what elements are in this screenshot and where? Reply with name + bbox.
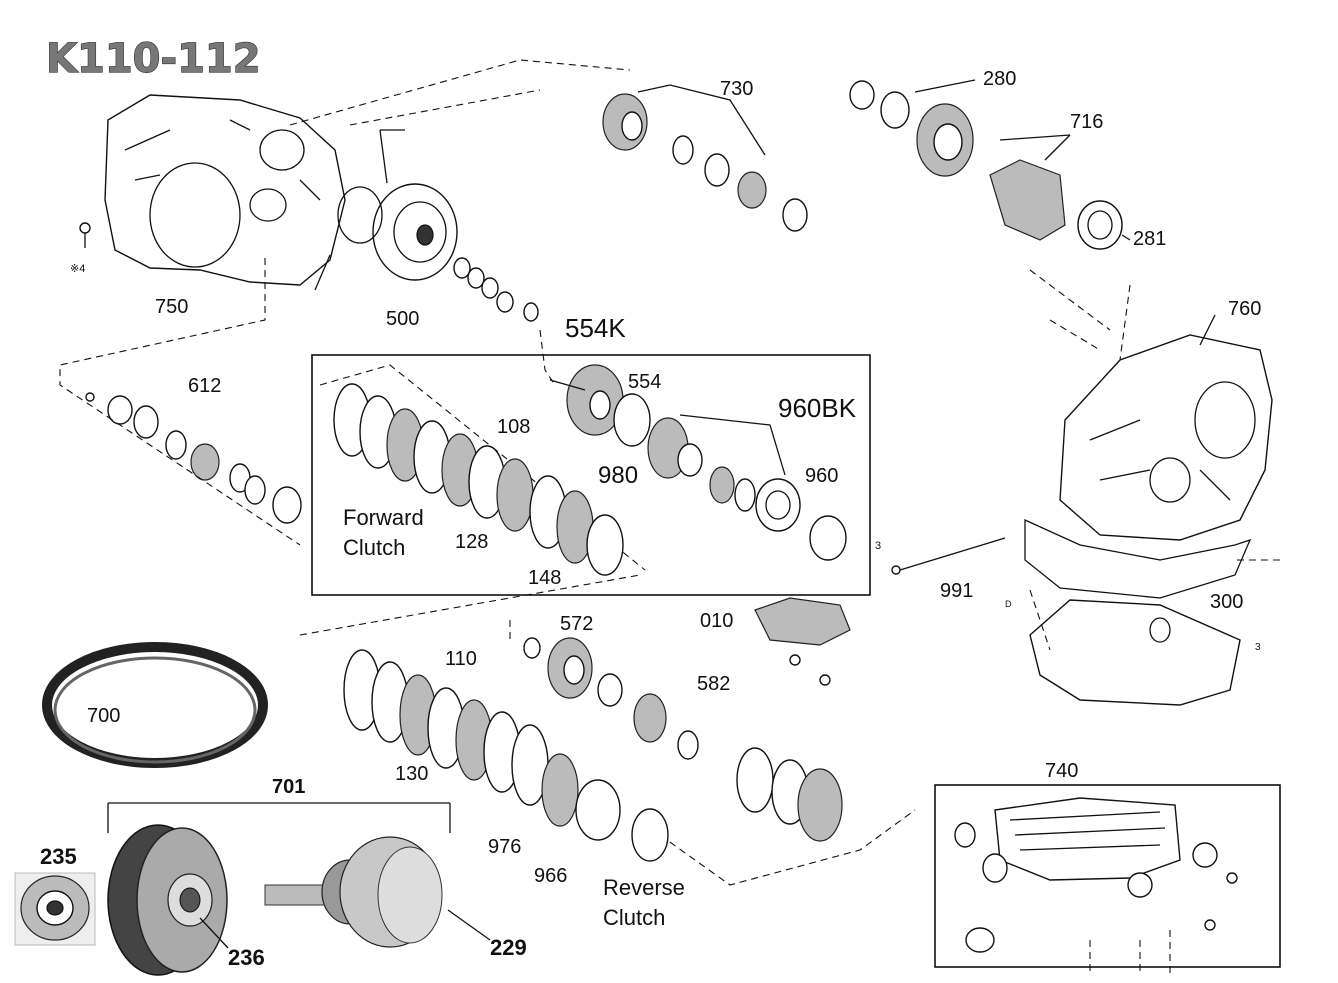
note-d: D (1005, 599, 1012, 609)
label-235: 235 (40, 844, 77, 869)
counter-gear-730 (602, 84, 808, 232)
reverse-clutch-label-line2: Clutch (603, 905, 665, 930)
label-716: 716 (1070, 111, 1103, 133)
label-740: 740 (1045, 760, 1078, 782)
diagram-title: K110-112 (46, 36, 261, 82)
label-148: 148 (528, 567, 561, 589)
oil-pump-500 (314, 129, 539, 322)
note-3b: 3 (1255, 642, 1261, 653)
label-960: 960 (805, 465, 838, 487)
label-701: 701 (272, 776, 305, 798)
label-960bk: 960BK (778, 393, 857, 423)
sun-gear-572 (523, 637, 699, 760)
label-108: 108 (497, 416, 530, 438)
label-229: 229 (490, 935, 527, 960)
label-300: 300 (1210, 591, 1243, 613)
label-281: 281 (1133, 228, 1166, 250)
reverse-clutch-label-line1: Reverse (603, 875, 685, 900)
bell-housing-750 (79, 94, 346, 286)
oil-strainer-010 (754, 597, 851, 686)
label-760: 760 (1228, 298, 1261, 320)
label-010: 010 (700, 610, 733, 632)
valve-body-740 (954, 797, 1238, 953)
output-shaft-229 (264, 836, 491, 948)
label-554: 554 (628, 371, 661, 393)
band-seal-700 (42, 642, 268, 768)
label-572: 572 (560, 613, 593, 635)
bracket-701 (107, 802, 451, 833)
label-554k: 554K (565, 313, 626, 343)
label-128: 128 (455, 531, 488, 553)
valve-body-box (934, 784, 1281, 968)
forward-clutch-label-line2: Clutch (343, 535, 405, 560)
forward-clutch-box (311, 354, 871, 596)
label-750: 750 (155, 296, 188, 318)
label-730: 730 (720, 78, 753, 100)
forward-clutch-pack (319, 364, 847, 576)
label-130: 130 (395, 763, 428, 785)
drum-236 (107, 824, 229, 976)
label-612: 612 (188, 375, 221, 397)
reverse-clutch-pack (343, 649, 843, 862)
shaft-991 (891, 537, 1006, 575)
label-976: 976 (488, 836, 521, 858)
label-980: 980 (598, 462, 638, 489)
label-700: 700 (87, 705, 120, 727)
label-236: 236 (228, 945, 265, 970)
label-582: 582 (697, 673, 730, 695)
label-991: 991 (940, 580, 973, 602)
bearing-235 (14, 872, 96, 946)
note-3a: 3 (875, 540, 881, 552)
label-280: 280 (983, 68, 1016, 90)
transaxle-case-760 (1024, 314, 1273, 706)
forward-clutch-label-line1: Forward (343, 505, 424, 530)
label-500: 500 (386, 308, 419, 330)
differential-716 (849, 79, 1131, 250)
label-966: 966 (534, 865, 567, 887)
note-x4: ※4 (70, 263, 85, 275)
bearing-612 (85, 392, 302, 524)
label-110: 110 (445, 648, 477, 670)
